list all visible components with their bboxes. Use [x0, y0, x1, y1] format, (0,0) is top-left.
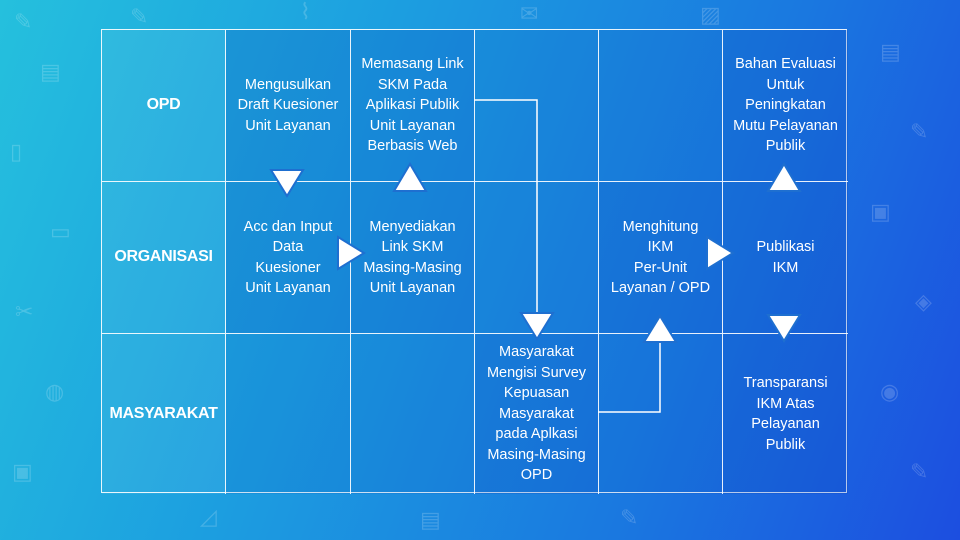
decorative-card-icon: ▣: [12, 460, 33, 485]
cell-opd-bahan: Bahan Evaluasi Untuk Peningkatan Mutu Pe…: [723, 30, 848, 182]
cell-org-empty-4: [475, 182, 599, 334]
cell-org-hitung: Menghitung IKM Per-Unit Layanan / OPD: [599, 182, 723, 334]
decorative-clip-icon: ⌇: [300, 0, 311, 25]
decorative-pencil-icon: ✎: [14, 10, 33, 35]
row-label-organisasi: ORGANISASI: [102, 182, 226, 334]
decorative-mouse-icon: ◍: [45, 380, 65, 405]
decorative-card-icon: ▣: [870, 200, 891, 225]
decorative-document-icon: ▤: [40, 60, 61, 85]
row-label-opd: OPD: [102, 30, 226, 182]
decorative-note-icon: ▤: [880, 40, 901, 65]
cell-opd-link: Memasang Link SKM Pada Aplikasi Publik U…: [351, 30, 475, 182]
decorative-scissors-icon: ✂: [15, 300, 34, 325]
decorative-pencil-icon: ✎: [910, 460, 929, 485]
cell-mas-empty-3: [351, 334, 475, 494]
decorative-folder-icon: ▭: [50, 220, 71, 245]
decorative-pencil-icon: ✎: [620, 506, 639, 531]
cell-mas-empty-5: [599, 334, 723, 494]
decorative-pencil-icon: ✎: [910, 120, 929, 145]
process-grid: OPD Mengusulkan Draft Kuesioner Unit Lay…: [101, 29, 848, 494]
decorative-chat-icon: ✉: [520, 2, 539, 27]
cell-org-publikasi: Publikasi IKM: [723, 182, 848, 334]
cell-opd-empty-5: [599, 30, 723, 182]
decorative-image-icon: ▨: [700, 3, 721, 28]
decorative-pencil-icon: ✎: [130, 5, 149, 30]
cell-org-acc: Acc dan Input Data Kuesioner Unit Layana…: [226, 182, 351, 334]
cell-mas-transparansi: Transparansi IKM Atas Pelayanan Publik: [723, 334, 848, 494]
decorative-camera-icon: ◉: [880, 380, 900, 405]
cell-opd-empty-4: [475, 30, 599, 182]
cell-opd-draft: Mengusulkan Draft Kuesioner Unit Layanan: [226, 30, 351, 182]
decorative-tag-icon: ◈: [915, 290, 932, 315]
decorative-note-icon: ▤: [420, 508, 441, 533]
cell-org-link: Menyediakan Link SKM Masing-Masing Unit …: [351, 182, 475, 334]
row-label-masyarakat: MASYARAKAT: [102, 334, 226, 494]
decorative-phone-icon: ▯: [10, 140, 23, 165]
cell-mas-survey: Masyarakat Mengisi Survey Kepuasan Masya…: [475, 334, 599, 494]
cell-mas-empty-2: [226, 334, 351, 494]
decorative-ruler-icon: ◿: [200, 505, 217, 530]
